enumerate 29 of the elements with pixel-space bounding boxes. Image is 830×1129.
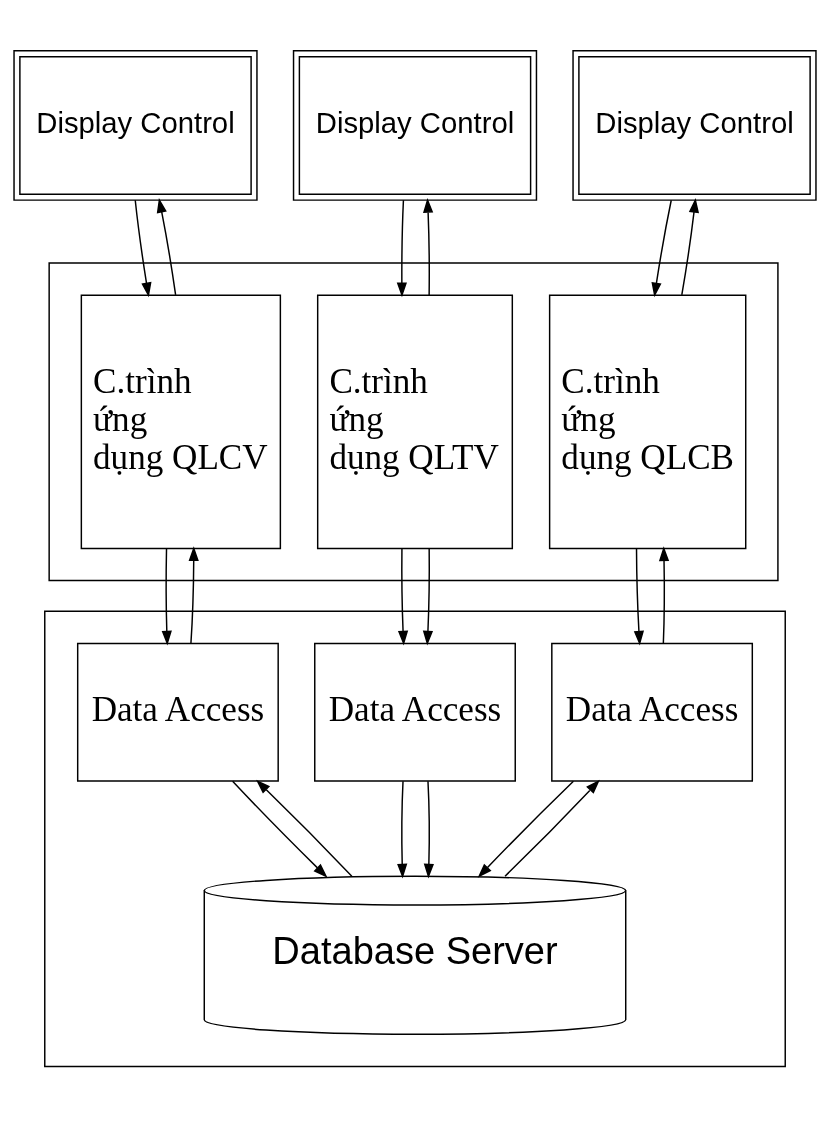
cluster: [44, 610, 786, 1068]
arrow: [256, 779, 353, 877]
arrow: [651, 199, 672, 298]
node-box: Display Control: [13, 50, 258, 201]
arrow: [397, 780, 408, 879]
node-box: Data Access: [76, 642, 279, 782]
arrow: [423, 780, 434, 879]
arrow: [504, 779, 600, 877]
node-box: Data Access: [551, 642, 754, 782]
arrow: [188, 546, 199, 644]
arrow: [396, 199, 407, 298]
node-box: C.trình ứng dụng QLCB: [548, 294, 747, 550]
node-box: C.trình ứng dụng QLCV: [80, 294, 282, 550]
arrow: [231, 780, 328, 878]
arrow: [423, 198, 434, 296]
arrow: [161, 547, 172, 646]
arrow: [397, 547, 409, 646]
arrow: [681, 198, 700, 296]
arrow: [156, 198, 177, 296]
arrow: [134, 199, 152, 298]
node-box: Display Control: [292, 50, 538, 201]
arrow: [633, 547, 645, 646]
arrow: [658, 546, 670, 644]
node-box: C.trình ứng dụng QLTV: [316, 294, 514, 550]
arrow: [477, 780, 575, 878]
node-box: Data Access: [314, 642, 516, 782]
cluster: [48, 262, 779, 582]
node-box: Display Control: [572, 50, 817, 201]
arrow: [422, 547, 434, 646]
